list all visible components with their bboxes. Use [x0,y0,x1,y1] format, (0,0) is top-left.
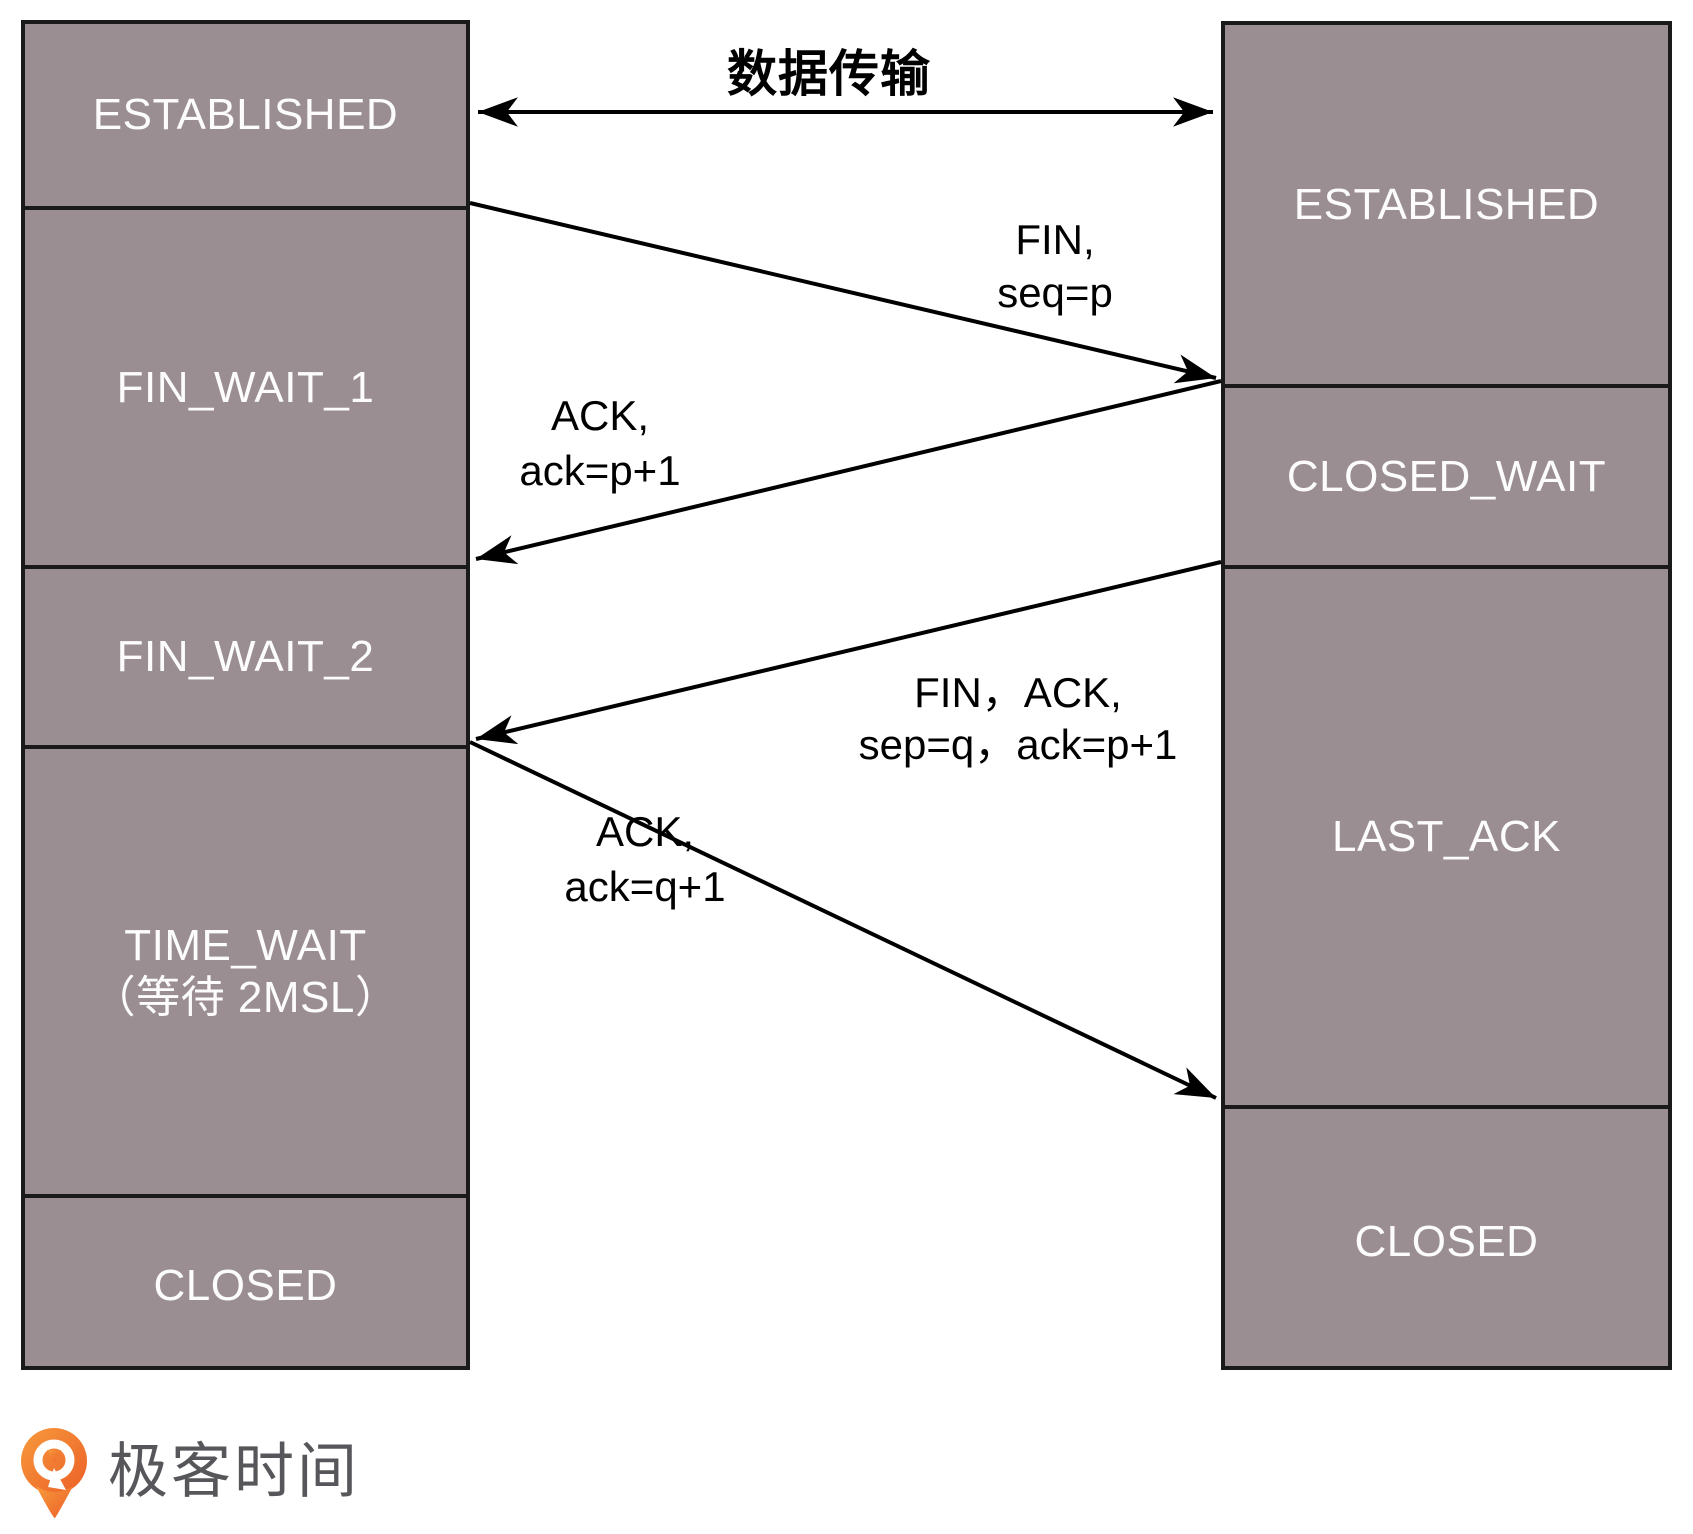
ack-q-label-line2: ack=q+1 [564,863,726,910]
server-state-established: ESTABLISHED [1225,25,1668,384]
state-label: CLOSED [153,1261,338,1310]
state-label: TIME_WAIT [124,920,367,970]
fin-label-line1: FIN, [1015,216,1095,263]
ack-p-label-line1: ACK, [550,392,650,439]
fin-ack-label-line1: FIN，ACK, [914,669,1122,716]
server-state-closed-wait: CLOSED_WAIT [1225,384,1668,565]
client-state-fin-wait-1: FIN_WAIT_1 [25,206,466,565]
state-label: LAST_ACK [1332,812,1561,861]
fin-ack-label-line2: sep=q，ack=p+1 [858,721,1178,768]
fin-ack-label: FIN，ACK, sep=q，ack=p+1 [859,667,1178,771]
server-state-column: ESTABLISHED CLOSED_WAIT LAST_ACK CLOSED [1221,21,1672,1370]
state-label: CLOSED [1354,1216,1539,1266]
state-label: ESTABLISHED [1293,179,1600,229]
server-state-closed: CLOSED [1225,1105,1668,1374]
state-sub-label: （等待 2MSL） [91,972,400,1022]
fin-label-line2: seq=p [997,269,1113,316]
client-state-fin-wait-2: FIN_WAIT_2 [25,565,466,745]
ack-p-label: ACK, ack=p+1 [519,388,680,498]
ack-q-label-line1: ACK, [595,808,695,855]
client-state-closed: CLOSED [25,1194,466,1374]
ack-q-label: ACK, ack=q+1 [564,804,725,914]
ack-p-label-line2: ack=p+1 [519,447,681,494]
client-state-time-wait: TIME_WAIT （等待 2MSL） [25,745,466,1194]
state-label: FIN_WAIT_2 [116,632,375,681]
ack-q-arrow [469,740,1217,1100]
geektime-logo-text: 极客时间 [108,1438,360,1505]
state-label: CLOSED_WAIT [1286,451,1607,501]
data-transfer-label: 数据传输 [727,46,931,102]
client-state-column: ESTABLISHED FIN_WAIT_1 FIN_WAIT_2 TIME_W… [21,20,470,1370]
geektime-logo-icon [21,1428,87,1519]
state-label: FIN_WAIT_1 [116,362,375,412]
fin-label: FIN, seq=p [997,213,1113,319]
client-state-established: ESTABLISHED [25,24,466,206]
geektime-logo: 极客时间 [20,1424,360,1520]
state-label: ESTABLISHED [92,90,399,139]
server-state-last-ack: LAST_ACK [1225,565,1668,1105]
